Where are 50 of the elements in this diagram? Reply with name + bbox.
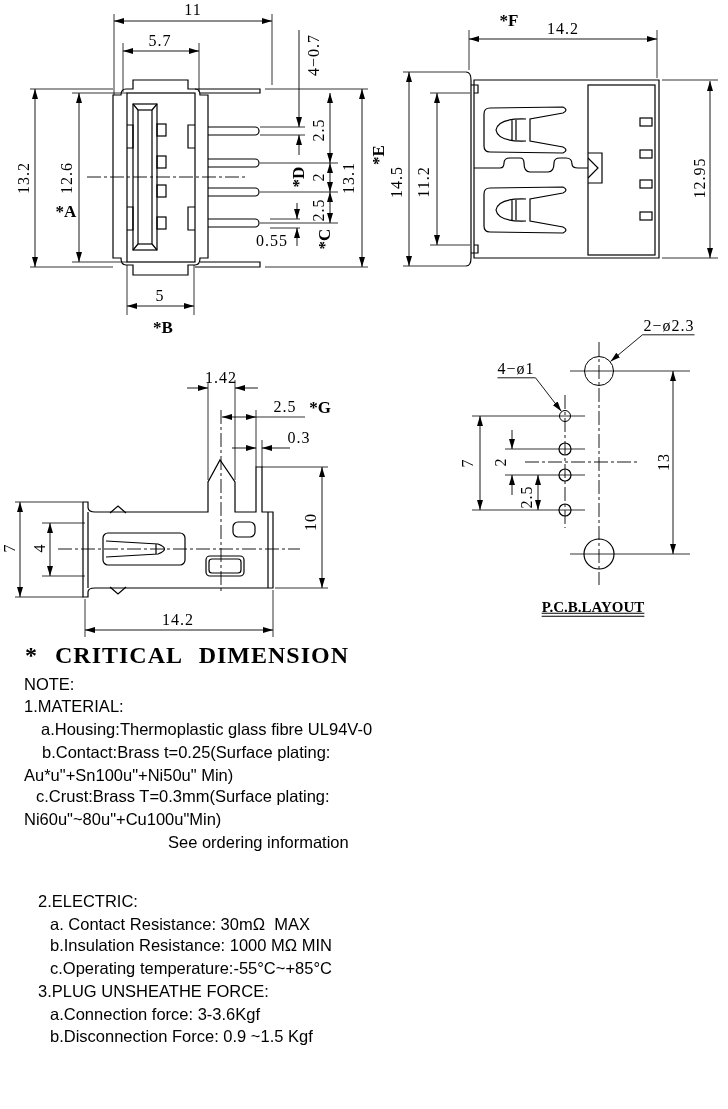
- note-text: NOTE:: [24, 674, 75, 695]
- dimension-value: 13.2: [15, 162, 33, 194]
- dimension-value: 11.2: [415, 166, 433, 198]
- note-text: a.Connection force: 3-3.6Kgf: [50, 1004, 261, 1025]
- dimension-value: 13.1: [340, 162, 358, 194]
- note-text: b.Insulation Resistance: 1000 MΩ MIN: [50, 935, 332, 956]
- dimension-value: 1.42: [205, 369, 237, 387]
- note-text: b.Contact:Brass t=0.25(Surface plating: Au*u"+Sn100u"+Ni50u" Min): [24, 742, 332, 786]
- critical-mark: *D: [289, 166, 309, 188]
- note-text: 2.ELECTRIC:: [38, 891, 138, 912]
- dimension-value: 2.5: [273, 398, 297, 416]
- note-text: a.Housing:Thermoplastic glass fibre UL94V-0: [41, 719, 373, 740]
- dimension-value: 2.5: [518, 485, 536, 509]
- dimension-value: 12.6: [58, 162, 76, 194]
- section-title: P.C.B.LAYOUT: [541, 598, 645, 616]
- note-text: a. Contact Resistance: 30mΩ MAX: [50, 914, 310, 935]
- dimension-value: 12.95: [691, 157, 709, 199]
- dimension-value: 2: [310, 172, 328, 182]
- dimension-value: 10: [302, 513, 320, 531]
- dimension-value: 0.3: [287, 429, 311, 447]
- dimension-value: 5.7: [148, 32, 172, 50]
- note-text: b.Disconnection Force: 0.9 ~1.5 Kgf: [50, 1026, 313, 1047]
- critical-mark: *G: [309, 398, 331, 418]
- dimension-value: 14.2: [162, 611, 194, 629]
- note-text: c.Operating temperature:-55°C~+85°C: [50, 958, 332, 979]
- dimension-value: 13: [655, 453, 673, 471]
- dimension-value: 7: [459, 458, 477, 468]
- callout-label: 2−ø2.3: [643, 317, 695, 335]
- callout-label: 4−ø1: [497, 360, 535, 378]
- note-text: 3.PLUG UNSHEATHE FORCE:: [38, 981, 269, 1002]
- critical-mark: *C: [315, 228, 335, 250]
- critical-mark: *B: [153, 318, 173, 338]
- dimension-value: 4−0.7: [305, 34, 323, 76]
- dimension-value: 2: [492, 457, 510, 467]
- dimension-value: 11: [184, 1, 202, 19]
- note-text: See ordering information: [168, 832, 349, 853]
- critical-mark: *E: [369, 145, 389, 165]
- dimension-value: 14.5: [388, 166, 406, 198]
- critical-mark: *F: [499, 11, 519, 31]
- note-text: c.Crust:Brass T=0.3mm(Surface plating: Ni60u"~80u"+Cu100u"Min): [24, 786, 331, 830]
- heading: * CRITICAL DIMENSION: [25, 642, 350, 669]
- dimension-value: 4: [31, 543, 49, 553]
- dimension-value: 14.2: [547, 20, 579, 38]
- note-text: 1.MATERIAL:: [24, 696, 124, 717]
- critical-mark: *A: [55, 202, 77, 222]
- dimension-value: 5: [155, 287, 165, 305]
- dimension-value: 7: [1, 543, 19, 553]
- dimension-value: 2.5: [310, 118, 328, 142]
- dimension-value: 0.55: [256, 232, 288, 250]
- dimension-value: 2.5: [310, 198, 328, 222]
